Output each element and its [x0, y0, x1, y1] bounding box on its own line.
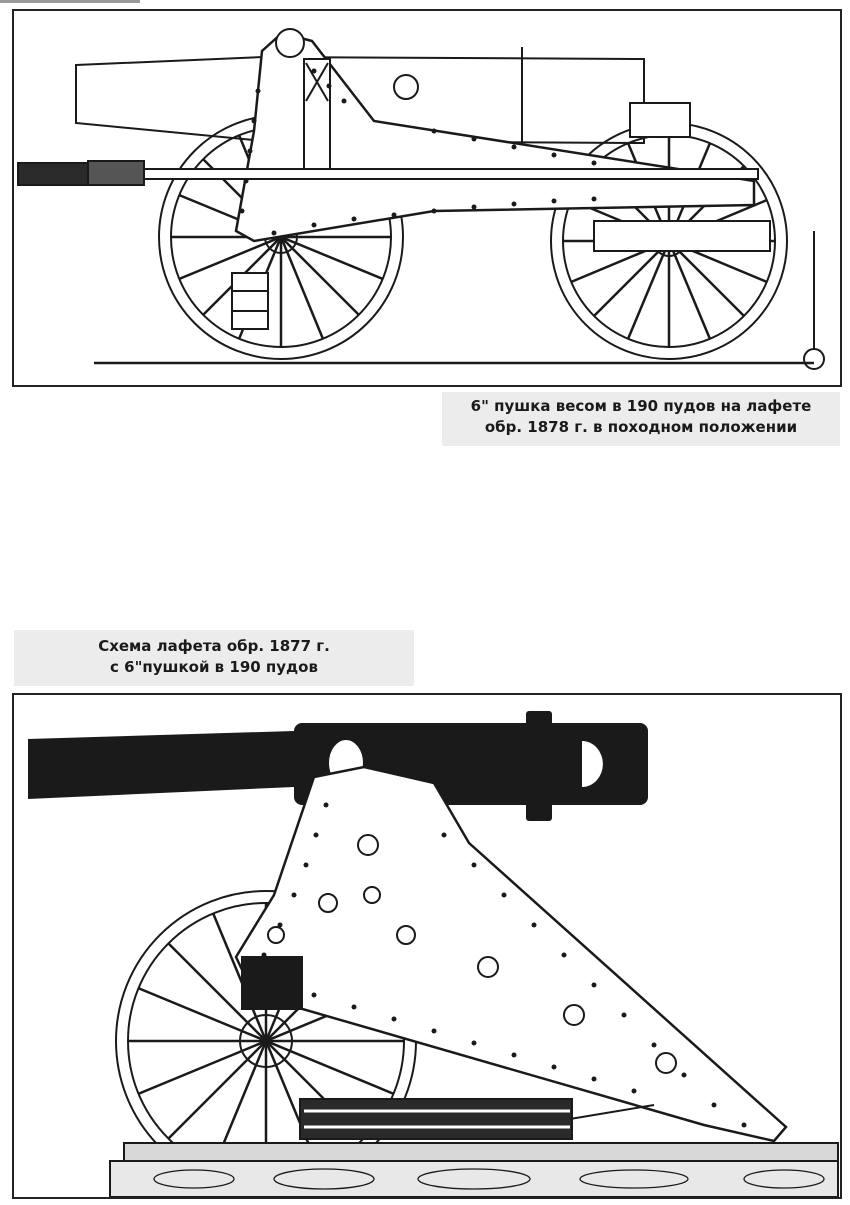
caption-line: обр. 1878 г. в походном положении — [484, 418, 798, 436]
travelling-gun-drawing — [17, 28, 825, 370]
caption-line: 6" пушка весом в 190 пудов на лафете — [470, 397, 812, 415]
caption-carriage-scheme: Схема лафета обр. 1877 г. с 6"пушкой в 1… — [14, 630, 414, 686]
figure-carriage-scheme — [12, 693, 842, 1199]
platform — [123, 1142, 839, 1162]
caption-line: Схема лафета обр. 1877 г. — [98, 637, 330, 655]
wood-grain — [153, 1168, 825, 1190]
limber-box — [629, 102, 691, 138]
axle-block — [241, 956, 303, 1010]
compressor — [299, 1098, 655, 1140]
carriage-cheek — [234, 765, 788, 1143]
bucket — [231, 272, 269, 330]
figure-travelling-gun — [12, 9, 842, 387]
wood-beam — [109, 1160, 839, 1197]
top-edge-rule — [0, 0, 140, 3]
carriage-scheme-drawing — [28, 711, 839, 1197]
caption-line: с 6"пушкой в 190 пудов — [110, 658, 318, 676]
caption-travelling-gun: 6" пушка весом в 190 пудов на лафете обр… — [442, 392, 840, 446]
rivets — [261, 802, 747, 1128]
